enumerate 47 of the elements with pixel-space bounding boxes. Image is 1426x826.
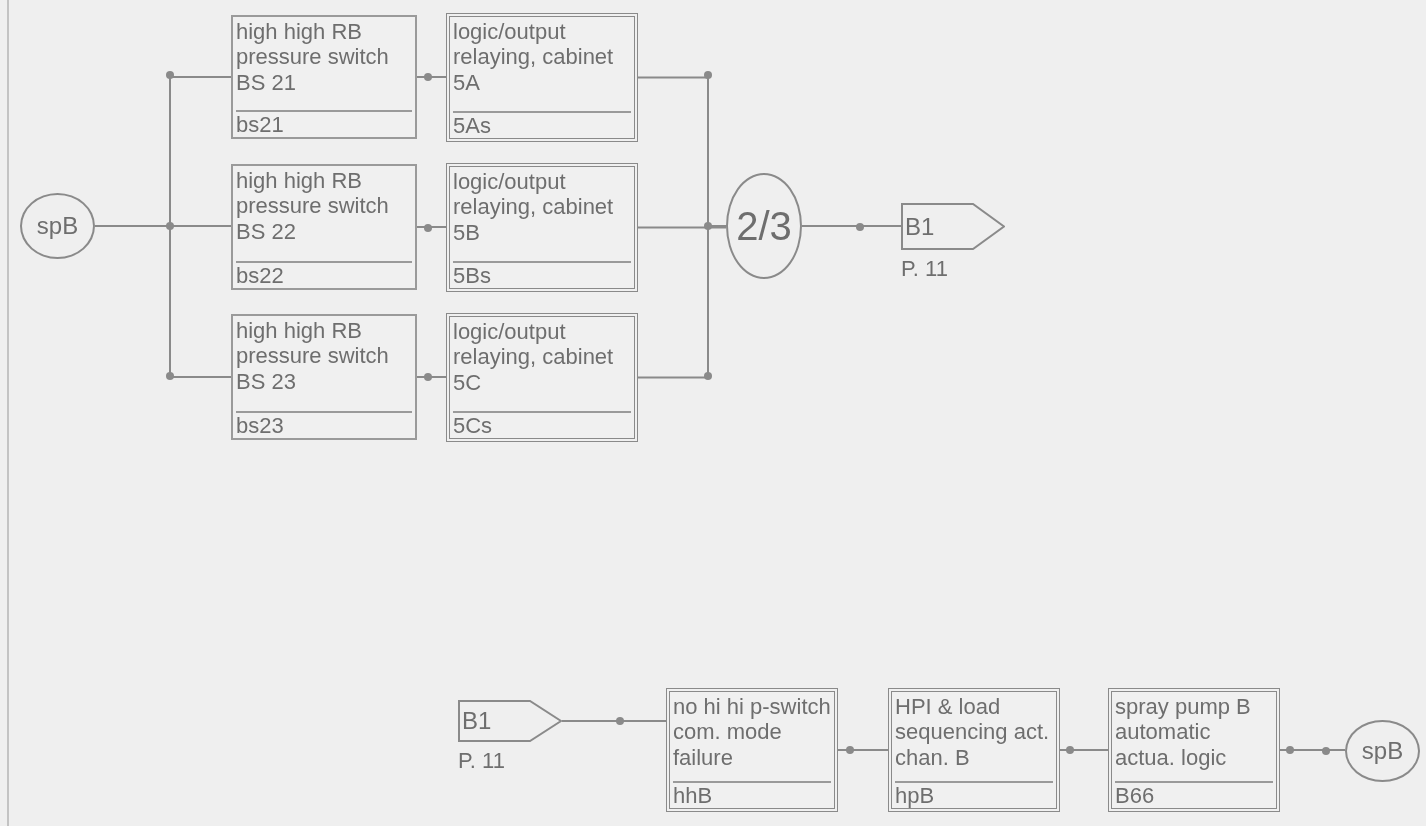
event-description: high high RB pressure switch BS 21 [236, 19, 390, 95]
event-box [231, 15, 417, 139]
page-reference: P. 11 [458, 750, 505, 772]
event-description: logic/output relaying, cabinet 5B [453, 169, 615, 245]
event-box [666, 688, 838, 812]
event-code: hhB [673, 780, 831, 808]
event-box [231, 314, 417, 440]
event-description: high high RB pressure switch BS 23 [236, 318, 390, 394]
event-code: 5As [453, 110, 631, 138]
event-code: bs23 [236, 410, 412, 438]
event-box [1108, 688, 1280, 812]
tag-label: B1 [905, 214, 935, 239]
event-code: 5Cs [453, 410, 631, 438]
event-code: B66 [1115, 780, 1273, 808]
node-label: spB [1361, 739, 1404, 763]
event-box [446, 313, 638, 442]
event-box [446, 13, 638, 142]
event-code: hpB [895, 780, 1053, 808]
connector-line [1059, 749, 1109, 751]
connector-line [801, 225, 902, 227]
connector-circle [1345, 720, 1420, 782]
connector-line [416, 226, 447, 228]
event-code: 5Bs [453, 260, 631, 288]
connector-line [637, 226, 727, 229]
event-box [231, 164, 417, 290]
event-description: logic/output relaying, cabinet 5A [453, 19, 615, 95]
tag-label: B1 [462, 709, 492, 733]
event-box [446, 163, 638, 292]
node-label: 2/3 [736, 206, 792, 246]
event-description: high high RB pressure switch BS 22 [236, 168, 390, 244]
connector-line [416, 76, 447, 78]
connector-line [637, 225, 727, 379]
event-code: bs22 [236, 260, 412, 288]
voting-gate-circle [726, 173, 802, 279]
page-reference: P. 11 [901, 258, 948, 280]
connector-line [837, 749, 889, 751]
event-description: logic/output relaying, cabinet 5C [453, 319, 615, 395]
connector-circle [20, 193, 95, 259]
event-code: bs21 [236, 109, 412, 137]
connector-line [561, 720, 667, 722]
event-description: no hi hi p-switch com. mode failure [673, 694, 831, 770]
connector-line [416, 376, 447, 378]
node-label: spB [36, 214, 79, 238]
connector-line [1279, 749, 1346, 751]
event-description: spray pump B automatic actua. logic [1115, 694, 1252, 770]
event-description: HPI & load sequencing act. chan. B [895, 694, 1051, 770]
event-box [888, 688, 1060, 812]
